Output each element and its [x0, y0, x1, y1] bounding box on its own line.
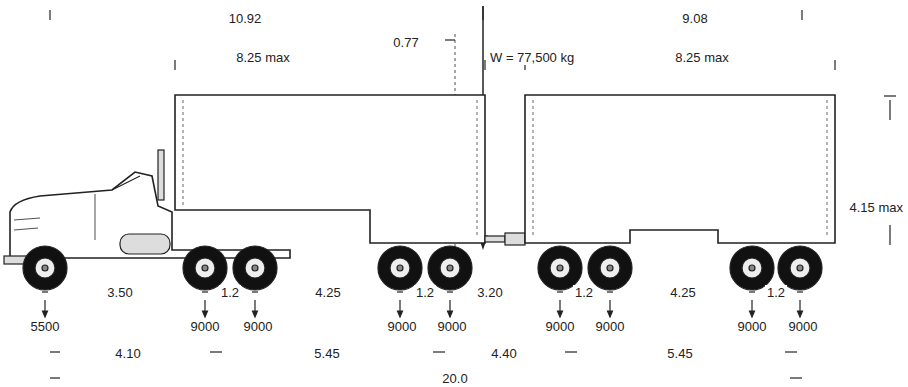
dimension-label: 9000 — [787, 319, 820, 334]
load-arrow — [449, 300, 450, 312]
wheel — [538, 246, 582, 290]
dimension-label: 5.45 — [312, 346, 341, 361]
load-arrow — [204, 300, 205, 312]
wheel-nut — [607, 265, 613, 271]
dimension-label: 9.08 — [680, 11, 709, 26]
load-arrow — [799, 300, 800, 312]
dimension-label: 9000 — [736, 319, 769, 334]
wheel-hub — [550, 258, 570, 278]
wheel — [183, 246, 227, 290]
load-arrowhead — [43, 311, 48, 317]
dimension-label: 20.0 — [440, 371, 469, 386]
wheel — [378, 246, 422, 290]
load-arrowhead — [448, 311, 453, 317]
wheel — [233, 246, 277, 290]
dimension-label: 9000 — [436, 319, 469, 334]
wheel — [588, 246, 632, 290]
dimension-label: 5.45 — [665, 346, 694, 361]
load-arrow — [44, 300, 45, 312]
wheel-hub — [440, 258, 460, 278]
dimension-label: W = 77,500 kg — [488, 50, 576, 65]
dimension-label: 1.2 — [219, 285, 241, 300]
wheel-nut — [252, 265, 258, 271]
dimension-tick — [397, 291, 403, 292]
wheel-hub — [600, 258, 620, 278]
dimension-label: 9000 — [544, 319, 577, 334]
dimension-tick — [42, 291, 48, 292]
dimension-label: 8.25 max — [673, 50, 730, 65]
load-arrowhead — [203, 311, 208, 317]
wheel-nut — [42, 265, 48, 271]
wheel-hub — [245, 258, 265, 278]
dimension-tick — [607, 291, 613, 292]
wheel — [730, 246, 774, 290]
dimension-label: 5500 — [29, 319, 62, 334]
dimension-tick — [557, 291, 563, 292]
dimension-label: 4.25 — [313, 285, 342, 300]
dimension-label: 1.2 — [765, 285, 787, 300]
dimension-label: 9000 — [242, 319, 275, 334]
dimension-label: 1.2 — [414, 285, 436, 300]
load-arrowhead — [608, 311, 613, 317]
load-arrow — [254, 300, 255, 312]
wheel-hub — [390, 258, 410, 278]
load-arrowhead — [750, 311, 755, 317]
dimension-label: 9000 — [189, 319, 222, 334]
wheel-nut — [797, 265, 803, 271]
wheel — [428, 246, 472, 290]
dimension-tick — [252, 291, 258, 292]
dimension-label: 9000 — [594, 319, 627, 334]
dimension-label: 10.92 — [227, 11, 264, 26]
wheel-hub — [790, 258, 810, 278]
wheel-nut — [749, 265, 755, 271]
wheel-nut — [202, 265, 208, 271]
dimension-label: 3.50 — [105, 285, 134, 300]
dimension-tick — [749, 291, 755, 292]
dimension-label: 4.15 max — [848, 200, 905, 215]
wheel-nut — [397, 265, 403, 271]
load-arrowhead — [798, 311, 803, 317]
dimension-label: 0.77 — [391, 35, 420, 50]
wheel-hub — [195, 258, 215, 278]
wheel-hub — [742, 258, 762, 278]
wheel — [778, 246, 822, 290]
dimension-label: 4.10 — [113, 346, 142, 361]
load-arrowhead — [558, 311, 563, 317]
dimension-label: 4.25 — [668, 285, 697, 300]
dimension-tick — [797, 291, 803, 292]
load-arrowhead — [398, 311, 403, 317]
load-arrow — [609, 300, 610, 312]
load-arrowhead — [253, 311, 258, 317]
load-arrow — [559, 300, 560, 312]
wheel — [23, 246, 67, 290]
wheel-nut — [557, 265, 563, 271]
load-arrow — [399, 300, 400, 312]
dimension-tick — [202, 291, 208, 292]
load-arrow — [751, 300, 752, 312]
dimension-label: 3.20 — [475, 285, 504, 300]
wheel-hub — [35, 258, 55, 278]
dimension-label: 8.25 max — [234, 50, 291, 65]
dimension-label: 4.40 — [489, 346, 518, 361]
dimension-label: 9000 — [386, 319, 419, 334]
dimension-tick — [447, 291, 453, 292]
dimension-label: 1.2 — [573, 285, 595, 300]
wheel-nut — [447, 265, 453, 271]
